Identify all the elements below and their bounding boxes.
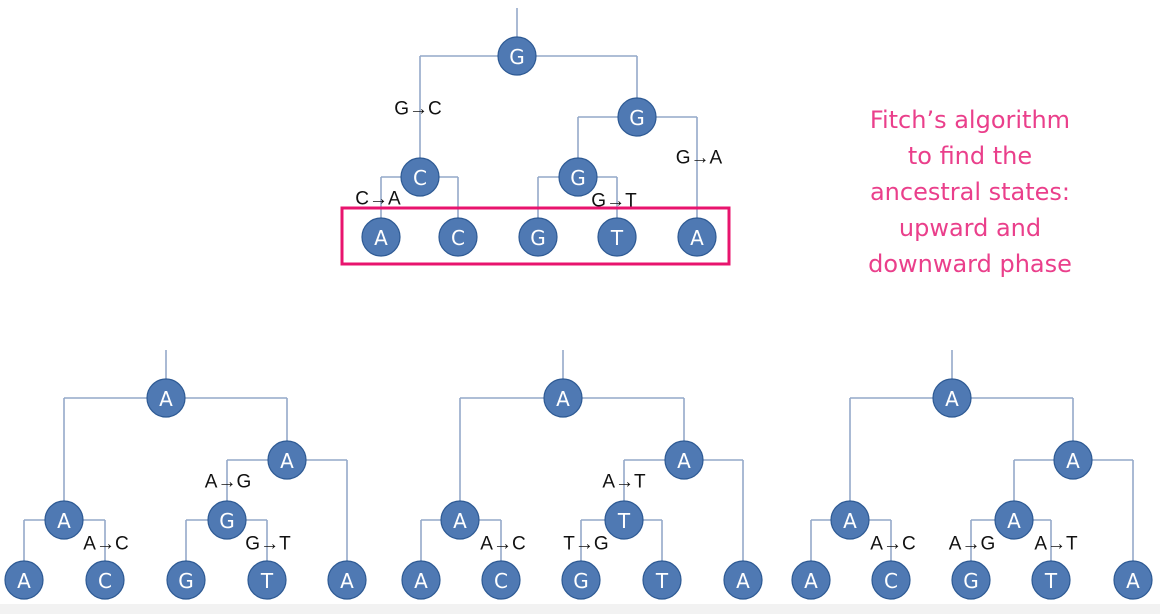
internal-node-circle: [994, 500, 1034, 540]
root-node-label: A: [556, 387, 570, 411]
mutation-label: A→T: [602, 472, 646, 493]
internal-node-circle: [207, 500, 247, 540]
caption-line: downward phase: [868, 250, 1072, 278]
mutation-label: A→C: [480, 534, 525, 555]
leaf-node-circle: [677, 217, 717, 257]
mutation-label: A→C: [870, 534, 915, 555]
leaf-node-label: G: [573, 569, 589, 593]
leaf-node-label: C: [884, 569, 898, 593]
caption-line: Fitch’s algorithm: [869, 106, 1071, 134]
caption-line: to find the: [907, 142, 1033, 170]
root-node-label: A: [159, 387, 173, 411]
leaf-node-label: G: [963, 569, 979, 593]
leaf-node-circle: [871, 560, 911, 600]
root-node-label: A: [945, 387, 959, 411]
internal-node-label: G: [219, 509, 235, 533]
leaf-node-circle: [166, 560, 206, 600]
internal-node-label: C: [413, 166, 427, 190]
leaf-node-circle: [85, 560, 125, 600]
mutation-label: A→G: [949, 534, 995, 555]
mutation-label: A→C: [83, 534, 128, 555]
root-node-circle: [932, 378, 972, 418]
internal-node-circle: [617, 97, 657, 137]
leaf-node-circle: [327, 560, 367, 600]
mutation-label: G→C: [394, 99, 442, 120]
internal-node-label: A: [1007, 509, 1021, 533]
leaf-node-label: C: [494, 569, 508, 593]
leaf-node-label: A: [17, 569, 31, 593]
internal-node-label: A: [453, 509, 467, 533]
caption-line: ancestral states:: [869, 178, 1071, 206]
leaf-node-label: T: [610, 226, 624, 250]
leaf-node-label: A: [374, 226, 388, 250]
leaf-node-label: T: [655, 569, 669, 593]
leaf-node-circle: [4, 560, 44, 600]
internal-node-label: T: [617, 509, 631, 533]
leaf-node-circle: [361, 217, 401, 257]
internal-node-circle: [267, 440, 307, 480]
leaf-node-label: T: [260, 569, 274, 593]
internal-node-label: A: [677, 449, 691, 473]
leaf-node-circle: [1113, 560, 1153, 600]
internal-node-circle: [1053, 440, 1093, 480]
root-node-circle: [543, 378, 583, 418]
leaf-node-label: A: [736, 569, 750, 593]
internal-node-label: G: [629, 106, 645, 130]
internal-node-label: A: [1066, 449, 1080, 473]
mutation-label: T→G: [563, 534, 608, 555]
leaf-node-label: G: [178, 569, 194, 593]
leaf-node-circle: [518, 217, 558, 257]
leaf-node-label: C: [451, 226, 465, 250]
leaf-node-label: T: [1044, 569, 1058, 593]
leaf-node-circle: [791, 560, 831, 600]
leaf-node-circle: [481, 560, 521, 600]
leaf-node-label: A: [1126, 569, 1140, 593]
internal-node-circle: [44, 500, 84, 540]
mutation-label: A→G: [205, 472, 251, 493]
internal-node-label: A: [843, 509, 857, 533]
mutation-label: G→T: [591, 191, 637, 212]
internal-node-label: A: [57, 509, 71, 533]
leaf-node-label: A: [414, 569, 428, 593]
mutation-label: C→A: [355, 189, 401, 210]
leaf-node-circle: [723, 560, 763, 600]
mutation-label: A→T: [1034, 534, 1078, 555]
root-node-circle: [497, 36, 537, 76]
leaf-node-label: A: [804, 569, 818, 593]
leaf-node-circle: [401, 560, 441, 600]
internal-node-circle: [558, 157, 598, 197]
leaf-node-label: A: [340, 569, 354, 593]
mutation-label: G→T: [245, 534, 291, 555]
internal-node-circle: [440, 500, 480, 540]
leaf-node-circle: [1031, 560, 1071, 600]
internal-node-circle: [830, 500, 870, 540]
internal-node-circle: [604, 500, 644, 540]
caption-line: upward and: [898, 214, 1042, 242]
root-node-label: G: [509, 45, 525, 69]
root-node-circle: [146, 378, 186, 418]
bottom-strip: [0, 604, 1160, 614]
leaf-node-circle: [247, 560, 287, 600]
leaf-node-circle: [597, 217, 637, 257]
internal-node-circle: [664, 440, 704, 480]
leaf-node-label: C: [98, 569, 112, 593]
leaf-node-circle: [438, 217, 478, 257]
leaf-node-circle: [561, 560, 601, 600]
leaf-node-label: G: [530, 226, 546, 250]
internal-node-label: A: [280, 449, 294, 473]
leaf-node-circle: [951, 560, 991, 600]
internal-node-label: G: [570, 166, 586, 190]
mutation-label: G→A: [676, 148, 723, 169]
internal-node-circle: [400, 157, 440, 197]
leaf-highlight-box: [340, 206, 731, 266]
leaf-node-label: A: [690, 226, 704, 250]
leaf-node-circle: [642, 560, 682, 600]
caption: Fitch’s algorithm to find the ancestral …: [800, 102, 1140, 282]
